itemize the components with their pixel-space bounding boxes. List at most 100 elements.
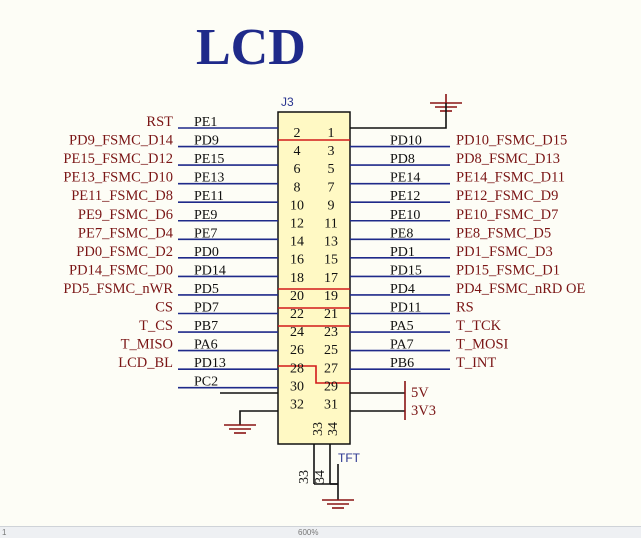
- pin-num-12: 12: [290, 217, 304, 232]
- left-net-label-11: T_CS: [139, 318, 173, 334]
- right-pin-name-1: PD8: [390, 152, 415, 167]
- right-net-label-3: PE12_FSMC_D9: [456, 188, 558, 204]
- right-pin-name-12: PB6: [390, 356, 414, 371]
- left-net-label-8: PD14_FSMC_D0: [69, 262, 173, 278]
- pin-num-2: 2: [294, 126, 301, 141]
- pin-num-19: 19: [324, 289, 338, 304]
- left-pin-name-12: PA6: [194, 338, 218, 353]
- right-pin-name-10: PA5: [390, 319, 414, 334]
- page-indicator[interactable]: 1: [2, 528, 7, 537]
- left-pin-name-6: PE7: [194, 226, 217, 241]
- pin-num-33: 33: [311, 422, 326, 436]
- pin-num-9: 9: [328, 198, 335, 213]
- pin-num-20: 20: [290, 289, 304, 304]
- left-net-label-0: RST: [146, 114, 173, 130]
- ground-symbol-top: [350, 94, 462, 129]
- schematic-canvas: LCD J3 5V 3V3 33: [63, 19, 585, 509]
- pin-num-25: 25: [324, 343, 338, 358]
- left-pin-name-0: PE1: [194, 115, 217, 130]
- pin-num-29: 29: [324, 379, 338, 394]
- pin-num-32: 32: [290, 398, 304, 413]
- right-net-label-7: PD15_FSMC_D1: [456, 262, 560, 278]
- left-net-label-12: T_MISO: [121, 337, 173, 353]
- pin-num-1: 1: [328, 126, 335, 141]
- pin-num-14: 14: [290, 235, 304, 250]
- power-3v3-label: 3V3: [411, 403, 436, 419]
- power-3v3: 3V3: [350, 401, 436, 420]
- left-pin-name-2: PE15: [194, 152, 224, 167]
- left-net-label-2: PE15_FSMC_D12: [63, 151, 173, 167]
- left-pin-name-4: PE11: [194, 189, 224, 204]
- pin-num-22: 22: [290, 307, 304, 322]
- left-pin-name-3: PE13: [194, 171, 224, 186]
- left-net-label-6: PE7_FSMC_D4: [78, 225, 174, 241]
- pin-num-24: 24: [290, 325, 304, 340]
- pin-num-5: 5: [328, 162, 335, 177]
- pin-num-11: 11: [324, 217, 337, 232]
- left-pin-name-11: PB7: [194, 319, 218, 334]
- left-pin-name-13: PD13: [194, 356, 226, 371]
- pin-num-7: 7: [328, 180, 335, 195]
- left-net-label-7: PD0_FSMC_D2: [76, 244, 173, 260]
- left-net-label-4: PE11_FSMC_D8: [71, 188, 173, 204]
- pins-33-34: 33 34 33 34 TFT: [297, 422, 361, 509]
- pin-num-18: 18: [290, 271, 304, 286]
- ground-symbol-left: [224, 410, 278, 434]
- right-pin-name-2: PE14: [390, 171, 420, 186]
- pin-28-27-jumper: [278, 365, 350, 384]
- pin-num-23: 23: [324, 325, 338, 340]
- pin-num-6: 6: [294, 162, 301, 177]
- right-net-label-9: RS: [456, 300, 474, 316]
- right-pin-name-7: PD15: [390, 263, 422, 278]
- left-pin-name-8: PD14: [194, 263, 226, 278]
- pin-num-21: 21: [324, 307, 338, 322]
- pin-layer: RST PD9_FSMC_D14PE15_FSMC_D12PE13_FSMC_D1…: [63, 114, 585, 413]
- left-net-label-10: CS: [155, 300, 173, 316]
- power-5v-label: 5V: [411, 385, 429, 401]
- pin-num-15: 15: [324, 253, 338, 268]
- left-pin-name-14: PC2: [194, 375, 218, 390]
- pin-num-3: 3: [328, 144, 335, 159]
- pin-num-28: 28: [290, 361, 304, 376]
- left-net-label-3: PE13_FSMC_D10: [63, 170, 173, 186]
- right-net-label-11: T_MOSI: [456, 337, 509, 353]
- power-5v: 5V: [350, 381, 429, 401]
- pin-num-34: 34: [326, 422, 341, 436]
- left-net-label-1: PD9_FSMC_D14: [69, 133, 174, 149]
- right-net-label-8: PD4_FSMC_nRD OE: [456, 281, 585, 297]
- pin-num-34-ext: 34: [313, 470, 328, 484]
- right-net-label-10: T_TCK: [456, 318, 502, 334]
- left-net-label-9: PD5_FSMC_nWR: [63, 281, 173, 297]
- right-pin-name-3: PE12: [390, 189, 420, 204]
- pin-num-10: 10: [290, 198, 304, 213]
- pin-num-30: 30: [290, 379, 304, 394]
- left-pin-name-1: PD9: [194, 134, 219, 149]
- left-pin-name-5: PE9: [194, 208, 217, 223]
- pin-num-33-ext: 33: [297, 470, 312, 484]
- pin-num-17: 17: [324, 271, 338, 286]
- pin-num-8: 8: [294, 180, 301, 195]
- connector-footer-label: TFT: [338, 451, 361, 465]
- pin-num-27: 27: [324, 361, 338, 376]
- right-net-label-5: PE8_FSMC_D5: [456, 225, 551, 241]
- schematic-title: LCD: [196, 19, 306, 76]
- right-pin-name-5: PE8: [390, 226, 413, 241]
- pin-num-4: 4: [294, 144, 301, 159]
- pin-num-16: 16: [290, 253, 304, 268]
- pin-num-13: 13: [324, 235, 338, 250]
- left-net-label-5: PE9_FSMC_D6: [78, 207, 173, 223]
- left-pin-name-10: PD7: [194, 301, 219, 316]
- left-pin-name-9: PD5: [194, 282, 219, 297]
- connector-body[interactable]: [277, 111, 351, 445]
- right-pin-name-8: PD4: [390, 282, 415, 297]
- status-bar: 1 600%: [0, 526, 641, 538]
- right-pin-name-9: PD11: [390, 301, 421, 316]
- zoom-level[interactable]: 600%: [298, 528, 319, 537]
- right-net-label-0: PD10_FSMC_D15: [456, 133, 567, 149]
- right-pin-name-0: PD10: [390, 134, 422, 149]
- left-pin-name-7: PD0: [194, 245, 219, 260]
- right-pin-name-4: PE10: [390, 208, 420, 223]
- right-net-label-1: PD8_FSMC_D13: [456, 151, 560, 167]
- left-net-label-13: LCD_BL: [118, 355, 173, 371]
- pin-num-31: 31: [324, 398, 338, 413]
